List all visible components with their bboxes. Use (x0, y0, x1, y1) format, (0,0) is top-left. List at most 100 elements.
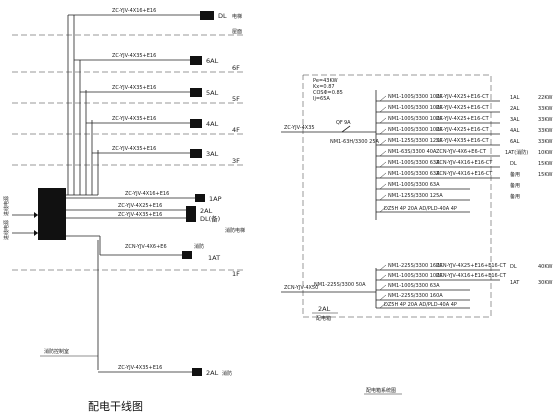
circuit-row: NM1-100S/3300 63A ZCN-YJV-4X16+E16-CT 备用… (376, 171, 552, 179)
panel-label: 1AT (208, 254, 220, 262)
floor-label: 3F (232, 157, 240, 165)
floor-label: 5F (232, 95, 240, 103)
svg-text:ZC-YJV-4X25+E16-CT: ZC-YJV-4X25+E16-CT (436, 105, 490, 111)
svg-text:NM1-100S/3300 63A: NM1-100S/3300 63A (388, 160, 440, 166)
cable-label: ZC-YJV-4X25+E16 (118, 203, 162, 209)
circuit-row: NM1-100S/3300 100A ZC-YJV-4X25+E16-CT 3A… (376, 116, 552, 124)
svg-text:NM1-100S/3300 63A: NM1-100S/3300 63A (388, 283, 440, 289)
svg-text:NM1-225S/3300 160A: NM1-225S/3300 160A (388, 293, 443, 299)
panel-box (190, 88, 202, 97)
svg-text:ZCN-YJV-4X16+E16+E16-CT: ZCN-YJV-4X16+E16+E16-CT (436, 273, 507, 279)
cable-label: ZC-YJV-4X35+E16 (112, 53, 156, 59)
svg-text:NM1-125S/3300 125A: NM1-125S/3300 125A (388, 138, 443, 144)
svg-text:33KW: 33KW (538, 139, 552, 145)
main-distribution-cabinet (38, 188, 66, 240)
svg-text:备用: 备用 (510, 193, 520, 200)
svg-text:6AL: 6AL (510, 139, 520, 145)
param-text: COSΦ=0.85 (313, 90, 343, 96)
arrow-icon (34, 212, 38, 218)
svg-text:1AT(消防): 1AT(消防) (505, 149, 528, 156)
svg-text:NM1-100S/3300 100A: NM1-100S/3300 100A (388, 94, 443, 100)
circuit-row: NM1-100S/3300 100A ZC-YJV-4X25+E16-CT 2A… (376, 105, 552, 113)
param-text: Pe=43KW (313, 78, 338, 84)
cable-label: ZC-YJV-4X16+E16 (125, 191, 169, 197)
svg-text:NM1-100S/3300 63A: NM1-100S/3300 63A (388, 171, 440, 177)
panel-label: 2AL (206, 369, 219, 377)
svg-text:15KW: 15KW (538, 161, 552, 167)
cable-label: ZC-YJV-4X16+E16 (112, 8, 156, 14)
svg-text:ZCN-YJV-4X25+E16+E16-CT: ZCN-YJV-4X25+E16+E16-CT (436, 263, 507, 269)
svg-text:备用: 备用 (510, 182, 520, 189)
panel-border (302, 74, 492, 318)
panel-label: DL (218, 12, 227, 20)
svg-text:ZC-YJV-4X25+E16-CT: ZC-YJV-4X25+E16-CT (436, 94, 490, 100)
cable-label: ZC-YJV-4X35 (284, 125, 315, 131)
svg-text:NM1-100S/3300 100A: NM1-100S/3300 100A (388, 116, 443, 122)
side-label: 进线电源 (3, 220, 10, 240)
svg-text:备用: 备用 (510, 171, 520, 178)
cable-label: ZCN-YJV-4X6+E6 (125, 244, 167, 250)
circuit-row: NM1-100S/3300 100A ZCN-YJV-4X16+E16+E16-… (376, 273, 552, 286)
panel-box (186, 214, 196, 222)
circuit-row: NM1-100S/3300 63A 备用 (376, 182, 520, 190)
panel-label: 3AL (206, 150, 219, 158)
svg-text:33KW: 33KW (538, 106, 552, 112)
cable-label: ZC-YJV-4X35+E16 (112, 116, 156, 122)
svg-text:DZ5H 4P 20A AD/PLD-40A 4P: DZ5H 4P 20A AD/PLD-40A 4P (384, 302, 457, 308)
svg-text:10KW: 10KW (538, 150, 552, 156)
panel-label: 6AL (206, 57, 219, 65)
floor-label: 6F (232, 64, 240, 72)
arrow-icon (34, 230, 38, 236)
breaker-label: NM1-63H/3300 25A (330, 139, 380, 145)
svg-text:NM1-100S/3300 100A: NM1-100S/3300 100A (388, 273, 443, 279)
panel-box (200, 11, 214, 20)
panel-label: 4AL (206, 120, 219, 128)
svg-text:NM1-125S/3300 125A: NM1-125S/3300 125A (388, 193, 443, 199)
param-text: Kx=0.87 (313, 84, 335, 90)
circuit-row: NM1-225S/3300 160A ZCN-YJV-4X25+E16+E16-… (376, 263, 552, 271)
cable-label: ZCN-YJV-4X50 (284, 285, 318, 291)
floor-label: 屋面 (232, 29, 242, 35)
panel-tag: 电梯 (232, 13, 242, 20)
circuit-row: NM1-100S/3300 63A (376, 283, 470, 291)
circuit-row: DZ5H 4P 20A AD/PLD-40A 4P (376, 206, 470, 213)
panel-title: 2AL (318, 305, 331, 313)
svg-text:NM1-100S/3300 100A: NM1-100S/3300 100A (388, 105, 443, 111)
panel-tag: 消防 (194, 243, 204, 250)
svg-text:ZCN-YJV-4X6+E6-CT: ZCN-YJV-4X6+E6-CT (436, 149, 487, 155)
svg-text:ZC-YJV-4X25+E16-CT: ZC-YJV-4X25+E16-CT (436, 116, 490, 122)
cable-label: ZC-YJV-4X35+E16 (112, 85, 156, 91)
svg-text:33KW: 33KW (538, 128, 552, 134)
circuit-row: NM1-100S/3300 63A ZCN-YJV-4X16+E16-CT DL… (376, 160, 552, 168)
circuit-rows-2: NM1-225S/3300 160A ZCN-YJV-4X25+E16+E16-… (376, 263, 552, 309)
diagram-title: 配电干线图 (88, 399, 143, 413)
svg-text:1AL: 1AL (510, 95, 520, 101)
svg-text:DZ5H 4P 20A AD/PLD-40A 4P: DZ5H 4P 20A AD/PLD-40A 4P (384, 206, 457, 212)
circuit-row: NM1-125S/3300 125A 备用 (376, 193, 520, 201)
cable-label: ZC-YJV-4X35+E16 (118, 212, 162, 218)
svg-text:30KW: 30KW (538, 280, 552, 286)
svg-text:2AL: 2AL (510, 106, 520, 112)
svg-text:DL: DL (510, 264, 517, 270)
svg-text:22KW: 22KW (538, 95, 552, 101)
svg-text:ZCN-YJV-4X16+E16-CT: ZCN-YJV-4X16+E16-CT (436, 171, 493, 177)
panel-label: 1AP (209, 195, 222, 203)
svg-text:4AL: 4AL (510, 128, 520, 134)
switch-icon (341, 125, 351, 133)
circuit-row: DZ5H 4P 20A AD/PLD-40A 4P (376, 302, 470, 309)
panel-label: 2AL (200, 207, 213, 215)
circuit-row: NM1-225S/3300 160A (376, 293, 470, 301)
breaker-label: NM1-225S/3300 50A (314, 282, 366, 288)
panel-box (186, 206, 196, 214)
circuit-row: NM1-100S/3300 100A ZC-YJV-4X25+E16-CT 1A… (376, 94, 552, 102)
svg-text:DL: DL (510, 161, 517, 167)
cable-label: ZC-YJV-4X35+E16 (118, 365, 162, 371)
panel-box (190, 149, 202, 158)
svg-text:ZC-YJV-4X35+E16-CT: ZC-YJV-4X35+E16-CT (436, 138, 490, 144)
left-riser-diagram: ZC-YJV-4X16+E16 DL 电梯 屋面 ZC-YJV-4X35+E16… (3, 8, 245, 413)
svg-text:33KW: 33KW (538, 117, 552, 123)
svg-text:ZCN-YJV-4X16+E16-CT: ZCN-YJV-4X16+E16-CT (436, 160, 493, 166)
right-panel-diagram: Pe=43KW Kx=0.87 COSΦ=0.85 Ij=65A ZC-YJV-… (281, 74, 552, 395)
